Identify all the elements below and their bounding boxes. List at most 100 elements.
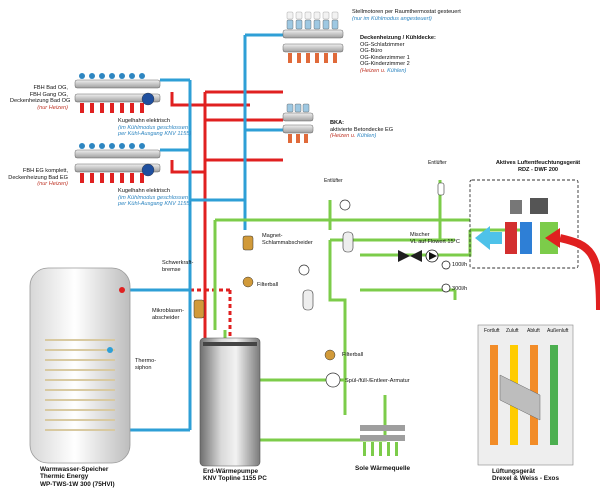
label-magnet: Magnet- Schlammabscheider <box>262 233 313 246</box>
luftfeucht-model: RDZ - DWF 200 <box>517 166 559 173</box>
vent-label-fortluft: Fortluft <box>484 328 500 334</box>
brine-manifold <box>360 425 405 456</box>
fbh-eg-line: Deckenheizung Bad EG <box>8 174 68 181</box>
mikroblasen-line: abscheider <box>152 314 180 321</box>
label-sole: Sole Wärmequelle <box>355 465 410 472</box>
label-thermosiphon: Thermo- siphon <box>135 358 156 371</box>
mischer-line: VL auf Flowert 15°C <box>410 238 460 245</box>
schwerkraft-line: Schwerkraft- <box>162 260 194 266</box>
dehumidifier-unit <box>469 179 579 269</box>
kugelhahn-text: Kugelhahn elektrisch <box>118 118 170 124</box>
vent-label-abluft: Abluft <box>527 328 540 334</box>
airflow-arrow <box>559 234 600 311</box>
expansion-vessel-1 <box>342 231 354 253</box>
wp-line: KNV Topline 1155 PC <box>203 475 267 483</box>
manifold-fbh-eg <box>74 143 161 183</box>
decken-room: OG-Schlafzimmer <box>360 41 405 48</box>
fbh-og-note: (nur Heizen) <box>37 104 68 111</box>
magnet-line: Schlammabscheider <box>262 239 313 246</box>
spuel-text: Spül-/füll-/Entleer-Armatur <box>345 378 410 384</box>
manifold-deckenheizung <box>282 11 344 63</box>
vent-label: Außenluft <box>547 328 569 334</box>
bka-note-heat: (Heizen u. <box>330 133 356 140</box>
pump-icon <box>425 249 439 263</box>
fbh-og-line: FBH Bad OG, <box>33 85 68 91</box>
bka-title: BKA: <box>330 120 344 126</box>
label-entlufter-2: Entlüfter <box>428 160 447 166</box>
entlufter2-text: Entlüfter <box>428 160 447 166</box>
air-vent-1 <box>437 182 445 196</box>
decken-note-heat: (Heizen u. <box>360 67 386 74</box>
manifold-bka <box>282 103 314 143</box>
thermosiphon-line: siphon <box>135 364 152 371</box>
label-spuel: Spül-/füll-/Entleer-Armatur <box>345 378 410 385</box>
pressure-gauge-1 <box>339 199 351 211</box>
thermosiphon-line: Thermo- <box>135 358 157 364</box>
label-lueftung: Lüftungsgerät Drexel & Weiss - Exos <box>492 468 559 483</box>
filterball2-text: Filterball <box>342 352 364 358</box>
label-waermepumpe: Erd-Wärmepumpe KNV Topline 1155 PC <box>203 468 267 483</box>
label-fbh-eg: FBH EG komplett, Deckenheizung Bad EG (n… <box>5 168 68 188</box>
fbh-eg-line: FBH EG komplett, <box>22 168 68 174</box>
fbh-eg-note: (nur Heizen) <box>37 181 68 188</box>
kugelhahn2-note: per Kühl-Ausgang KNV 1155) <box>118 201 192 208</box>
lueftung-line: Drexel & Weiss - Exos <box>492 475 560 483</box>
label-fbh-og: FBH Bad OG, FBH Gang OG, Deckenheizung B… <box>10 85 71 111</box>
bka-note-cool: Kühlen) <box>357 133 377 140</box>
label-stellmotoren: Stellmotoren per Raumthermostat gesteuer… <box>352 9 461 22</box>
flush-fitting <box>325 372 341 388</box>
kugelhahn-note: per Kühl-Ausgang KNV 1155) <box>118 131 192 138</box>
mixer-valve <box>398 250 422 262</box>
flow-meter-2 <box>441 283 451 293</box>
expansion-vessel-2 <box>302 289 314 311</box>
magnet-line: Magnet- <box>262 233 283 239</box>
speicher-line: Thermic Energy <box>40 473 89 481</box>
fbh-og-line: FBH Gang OG, <box>29 91 68 98</box>
luftfeucht-title: Aktives Luftentfeuchtungsgerät <box>495 160 581 166</box>
lueftung-line: Lüftungsgerät <box>492 468 535 475</box>
schwerkraft-line: bremse <box>162 266 181 273</box>
return-pipes <box>93 33 283 432</box>
vent-label: Zuluft <box>506 328 519 334</box>
decken-room: OG-Büro <box>360 48 383 55</box>
label-deckenheizung: Deckenheizung / Kühldecke: OG-Schlafzimm… <box>360 35 436 75</box>
decken-note-cool: Kühlen) <box>387 67 407 74</box>
flow1-text: 100l/h <box>452 262 468 268</box>
entlufter1-text: Entlüfter <box>324 178 343 184</box>
stellmotoren-note: (nur im Kühlmodus angesteuert) <box>352 15 432 22</box>
label-bka: BKA: aktivierte Betondecke EG (Heizen u.… <box>330 120 393 140</box>
flow2-text: 300l/h <box>452 286 468 292</box>
label-filterball-2: Filterball <box>342 352 363 359</box>
filterball1-text: Filterball <box>257 282 279 288</box>
decken-room: OG-Kinderzimmer 1 <box>360 54 410 61</box>
label-flow-1: 100l/h <box>452 262 467 269</box>
brine-pipes <box>213 180 530 442</box>
kugelhahn2-text: Kugelhahn elektrisch <box>118 188 170 194</box>
microbubble-separator <box>193 299 205 319</box>
stellmotoren-text: Stellmotoren per Raumthermostat gesteuer… <box>352 9 461 15</box>
wp-line: Erd-Wärmepumpe <box>203 468 259 475</box>
vent-label-zuluft: Zuluft <box>506 328 519 334</box>
vent-label-aussenluft: Außenluft <box>547 328 568 334</box>
label-kugelhahn-2: Kugelhahn elektrisch (im Kühlmodus gesch… <box>118 188 191 208</box>
ventilation-unit <box>477 324 574 466</box>
hotwater-tank <box>29 267 131 464</box>
heat-pump-unit <box>199 337 261 467</box>
vent-label: Abluft <box>527 328 540 334</box>
label-filterball-1: Filterball <box>257 282 278 289</box>
kugelhahn-note: (im Kühlmodus geschlossen <box>118 124 188 131</box>
manifold-fbh-og <box>74 73 161 113</box>
filterball-1 <box>242 276 254 288</box>
label-mikroblasen: Mikroblasen- abscheider <box>152 308 184 321</box>
label-mischer: Mischer VL auf Flowert 15°C <box>410 232 460 245</box>
kugelhahn2-note: (im Kühlmodus geschlossen <box>118 194 188 201</box>
pressure-gauge-2 <box>298 264 310 276</box>
decken-room: OG-Kinderzimmer 2 <box>360 61 410 68</box>
label-flow-2: 300l/h <box>452 286 467 293</box>
speicher-line: Warmwasser-Speicher <box>40 466 109 473</box>
label-schwerkraftbremse: Schwerkraft- bremse <box>162 260 193 273</box>
label-speicher: Warmwasser-Speicher Thermic Energy WP-TW… <box>40 466 115 488</box>
sole-text: Sole Wärmequelle <box>355 465 411 472</box>
fbh-og-line: Deckenheizung Bad OG <box>10 98 71 105</box>
